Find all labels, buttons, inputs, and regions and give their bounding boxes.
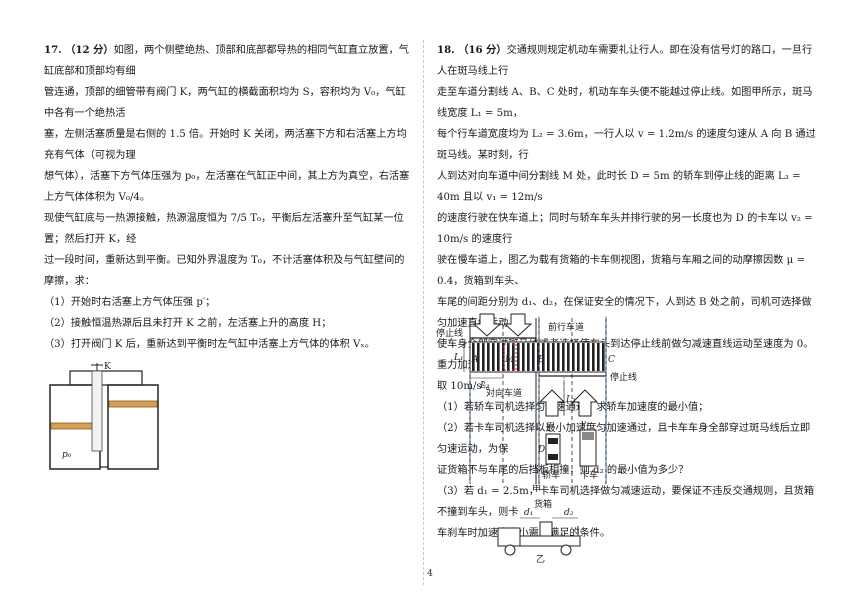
q17-line-8: （3）打开阀门 K 后，重新达到平衡时左气缸中活塞上方气体的体积 Vₓ。: [44, 339, 375, 350]
crosswalk-stripe: [477, 343, 480, 371]
cargo-box: [539, 521, 553, 537]
valve-tube: [91, 370, 103, 452]
M-label: M: [504, 355, 515, 365]
crosswalk-stripe: [587, 343, 590, 371]
crosswalk-stripe: [512, 343, 515, 371]
right-piston: [108, 400, 158, 408]
question-17: 17. （12 分）如图，两个侧壁绝热、顶部和底部都导热的相同气缸直立放置，气缸…: [44, 40, 410, 489]
q18-line-11: 证货箱不与车尾的后挡板相撞，则 d₂ 的最小值为多少？: [437, 465, 689, 476]
sedan-label: 轿车: [542, 469, 560, 481]
crosswalk-stripe: [482, 343, 485, 371]
truck-figure-yi: 货箱 d₁ d₂ 乙: [497, 498, 581, 564]
q18-line-10: （2）若卡车司机选择以最小加速度匀加速通过，且卡车车身全部穿过斑马线后立即匀速运…: [437, 423, 811, 455]
crosswalk-stripe: [537, 343, 540, 371]
q17-line-1: 管连通，顶部的细管带有阀门 K，两气缸的横截面积均为 S，容积均为 V₀，气缸中…: [44, 87, 406, 119]
q18-line-8: 取 10m/s²。: [437, 381, 496, 392]
top-pipe: [69, 370, 143, 386]
right-cylinder: [107, 384, 159, 470]
L1-label: L₁: [453, 353, 464, 363]
crosswalk-stripe: [577, 343, 580, 371]
crosswalk-stripe: [517, 343, 520, 371]
crosswalk-stripe: [582, 343, 585, 371]
q17-line-7: （2）接触恒温热源后且未打开 K 之前，左活塞上升的高度 H；: [44, 318, 332, 329]
valve-label: K: [104, 362, 111, 372]
q17-line-5: 过一段时间，重新达到平衡。已知外界温度为 T₀，不计活塞体积及与气缸壁间的摩擦，…: [44, 255, 405, 287]
d2-label: d₂: [564, 508, 574, 518]
crosswalk-stripe: [522, 343, 525, 371]
crosswalk-stripe: [602, 343, 605, 371]
truck-label: 卡车: [580, 469, 598, 481]
crosswalk-stripe: [542, 343, 545, 371]
crosswalk-stripe: [592, 343, 595, 371]
q17-line-6: （1）开始时右活塞上方气体压强 p′；: [44, 297, 216, 308]
cargo-label: 货箱: [534, 498, 552, 510]
q18-line-1: 走至车道分割线 A、B、C 处时，机动车车头便不能越过停止线。如图甲所示，斑马线…: [437, 87, 813, 119]
crosswalk-stripe: [487, 343, 490, 371]
crosswalk-stripe: [557, 343, 560, 371]
truck: [579, 429, 597, 467]
crosswalk: [469, 341, 607, 373]
q18-line-13: 车刹车时加速度大小需要满足的条件。: [437, 528, 611, 539]
crosswalk-stripe: [572, 343, 575, 371]
crosswalk-stripe: [472, 343, 475, 371]
q17-line-3: 想气体），活塞下方气体压强为 p₀，左活塞在气缸正中间，其上方为真空，右活塞上方…: [44, 171, 410, 203]
q18-line-0: 18. （16 分）交通规则规定机动车需要礼让行人。即在没有信号灯的路口，一旦行…: [437, 44, 813, 77]
crosswalk-stripe: [597, 343, 600, 371]
crosswalk-stripe: [527, 343, 530, 371]
road-figure-jia: 停止线 前行车道 停止线 对向车道 L₁ L₂ L₃ A M B C v₁ v₂…: [436, 313, 637, 492]
v1-label: v₁: [546, 421, 555, 431]
opposite-lane-label: 对向车道: [486, 387, 522, 399]
crosswalk-stripe: [497, 343, 500, 371]
truck-cab: [497, 527, 521, 547]
crosswalk-stripe: [492, 343, 495, 371]
q18-heading: 18. （16 分）: [437, 44, 507, 56]
q17-line-2: 塞，左侧活塞质量是右侧的 1.5 倍。开始时 K 关闭，两活塞下方和右活塞上方均…: [44, 129, 407, 161]
figure-yi-caption: 乙: [536, 554, 545, 564]
v2-label: v₂: [581, 419, 590, 429]
q18-line-4: 的速度行驶在快车道上；同时与轿车车头并排行驶的另一长度也为 D 的卡车以 v₂ …: [437, 213, 813, 245]
q18-line-2: 每个行车道宽度均为 L₂ = 3.6m，一行人以 v = 1.2m/s 的速度匀…: [437, 129, 816, 161]
q17-line-4: 现使气缸底与一热源接触，热源温度恒为 7/5 T₀，平衡后左活塞升至气缸某一位置…: [44, 213, 404, 245]
figure-jia-caption: 甲: [532, 484, 541, 492]
crosswalk-stripe: [507, 343, 510, 371]
crosswalk-stripe: [547, 343, 550, 371]
crosswalk-stripe: [502, 343, 505, 371]
L3-label: L₃: [565, 395, 576, 405]
sedan: [545, 433, 561, 465]
q18-line-6: 车尾的间距分别为 d₁、d₂，在保证安全的情况下，人到达 B 处之前，司机可选择…: [437, 297, 812, 329]
truck-bed: [519, 535, 581, 547]
q18-line-9: （1）若轿车司机选择匀加速通过，求轿车加速度的最小值；: [437, 402, 709, 413]
q18-line-7: 使车身全部穿过斑马线或者选择使车头到达停止线前做匀减速直线运动至速度为 0。重力…: [437, 339, 814, 371]
stop-line-right-label: 停止线: [610, 371, 637, 383]
column-divider: [423, 40, 424, 585]
B-label: B: [537, 355, 545, 365]
q17-line-0: 17. （12 分）如图，两个侧壁绝热、顶部和底部都导热的相同气缸直立放置，气缸…: [44, 44, 409, 77]
q18-line-3: 人到达对向车道中间分割线 M 处，此时长 D = 5m 的轿车到停止线的距离 L…: [437, 171, 801, 203]
cylinder-figure: K p₀: [49, 362, 159, 470]
q17-heading: 17. （12 分）: [44, 44, 114, 56]
forward-lane-label: 前行车道: [548, 321, 584, 333]
d1-label: d₁: [524, 508, 533, 518]
D-label: D: [537, 445, 545, 455]
q18-line-12: （3）若 d₁ = 2.5m，卡车司机选择做匀减速运动，要保证不违反交通规则，且…: [437, 486, 815, 518]
A-label: A: [471, 355, 479, 365]
page-number: 4: [427, 569, 433, 579]
pressure-label: p₀: [62, 450, 72, 460]
crosswalk-stripe: [562, 343, 565, 371]
crosswalk-stripe: [567, 343, 570, 371]
question-18: 18. （16 分）交通规则规定机动车需要礼让行人。即在没有信号灯的路口，一旦行…: [437, 40, 820, 544]
C-label: C: [608, 355, 615, 365]
q18-line-5: 驶在慢车道上，图乙为载有货箱的卡车侧视图，货箱与车厢之间的动摩擦因数 μ = 0…: [437, 255, 806, 287]
crosswalk-stripe: [532, 343, 535, 371]
L2-label: L₂: [479, 381, 490, 391]
crosswalk-stripe: [552, 343, 555, 371]
stop-line-top-label: 停止线: [436, 327, 463, 339]
